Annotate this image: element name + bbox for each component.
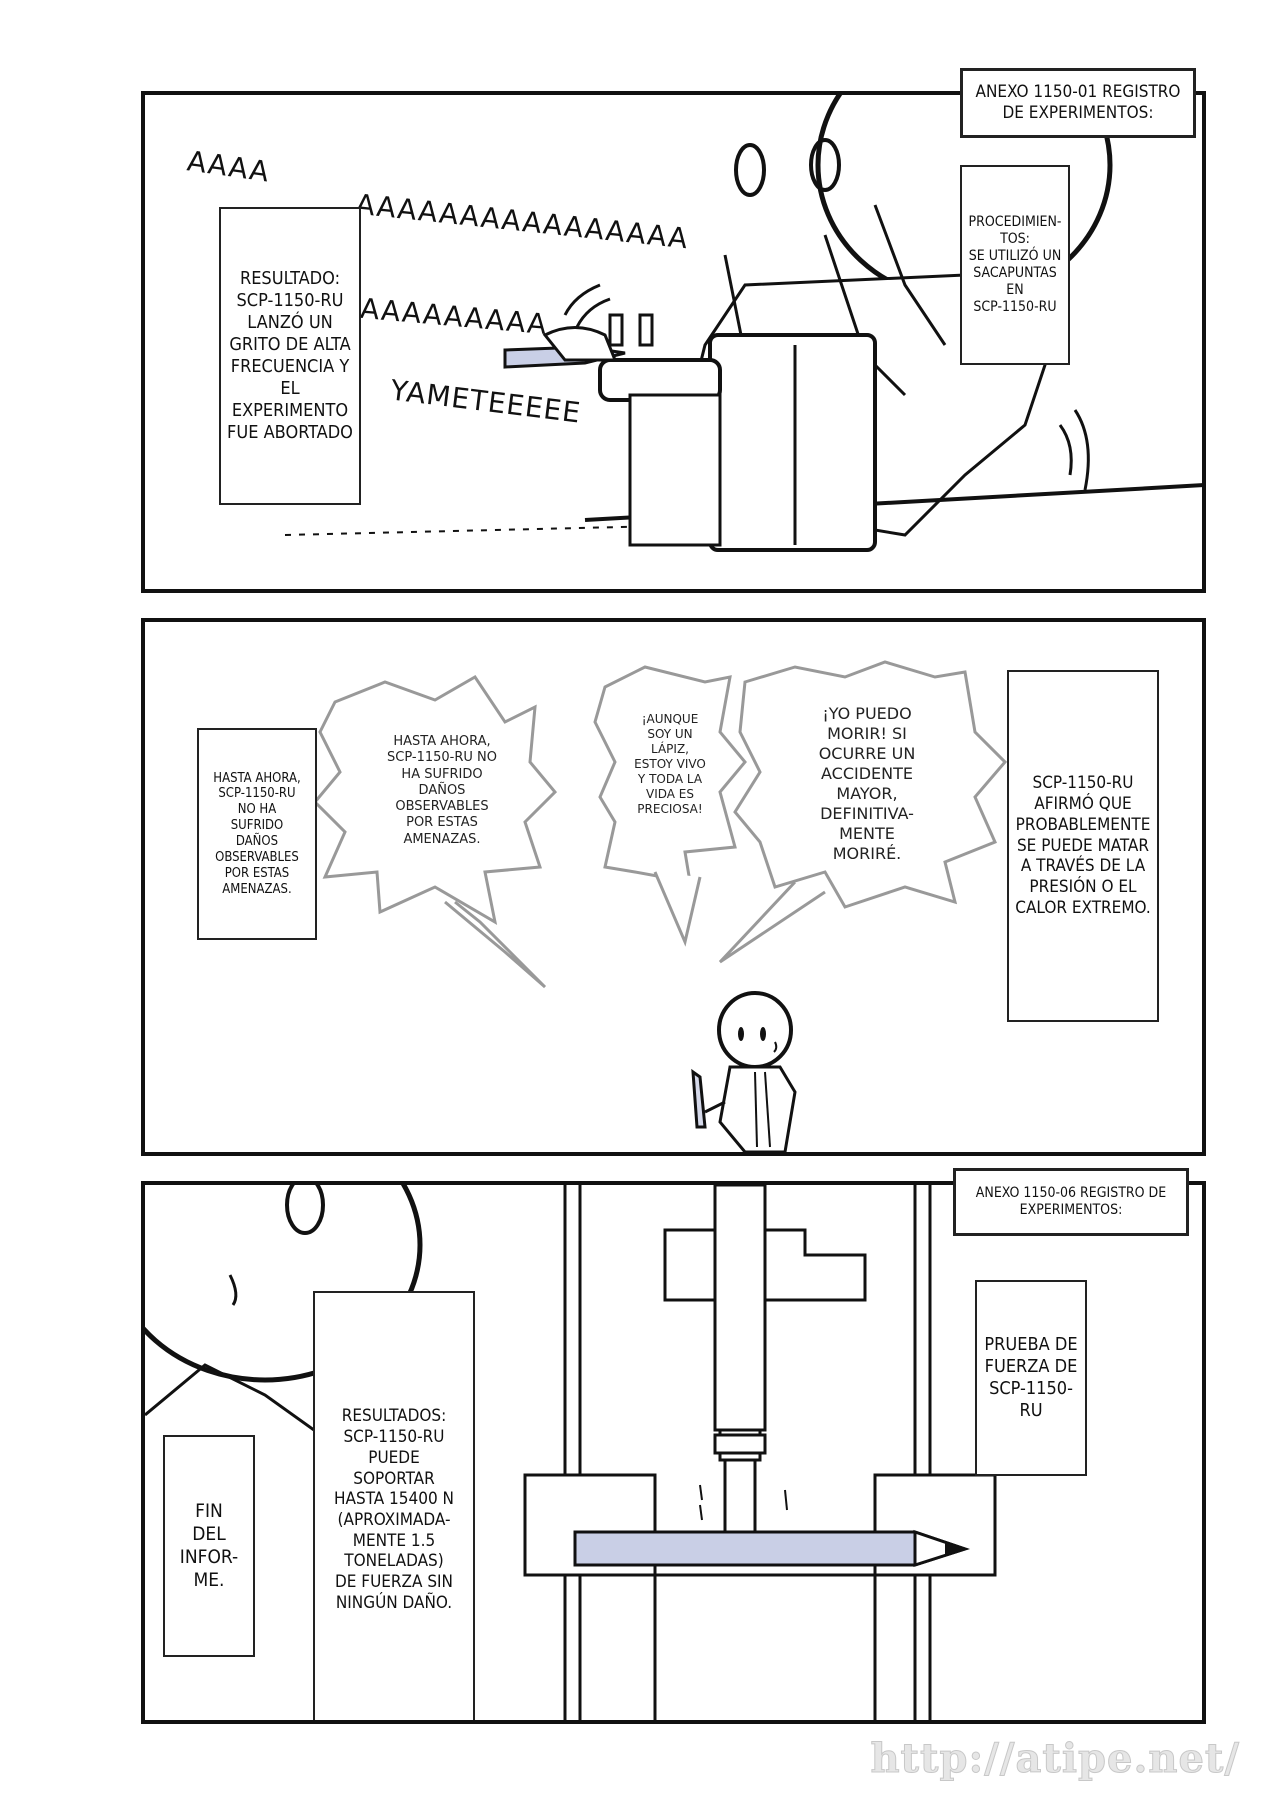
bubble-1-text: HASTA AHORA, SCP-1150-RU NO HA SUFRIDO D… — [387, 734, 497, 847]
caption-scp-afirmo: SCP-1150-RU AFIRMÓ QUE PROBABLEMENTE SE … — [1007, 670, 1159, 1022]
press-piston — [713, 1185, 767, 1432]
panel-sharpener-experiment: AAAA AAAAAAAAAAAAAAAA AAAAAAAAA YAMETEEE… — [141, 91, 1206, 593]
bubble-3-text: ¡YO PUEDO MORIR! SI OCURRE UN ACCIDENTE … — [818, 704, 916, 863]
speech-bubble-1 — [312, 674, 558, 925]
caption-resultados: RESULTADOS: SCP-1150-RU PUEDE SOPORTAR H… — [313, 1291, 475, 1720]
panel2-artwork — [312, 660, 1008, 1152]
caption-resultado: RESULTADO: SCP-1150-RU LANZÓ UN GRITO DE… — [219, 207, 361, 505]
caption-procedimientos: PROCEDIMIEN- TOS: SE UTILIZÓ UN SACAPUNT… — [960, 165, 1070, 365]
caption-anexo-1150-06: ANEXO 1150-06 REGISTRO DE EXPERIMENTOS: — [953, 1168, 1189, 1236]
pencil-under-press — [573, 1530, 970, 1567]
character-eye-right — [809, 138, 841, 192]
small-character-suit — [718, 1065, 797, 1152]
panel-force-test: RESULTADOS: SCP-1150-RU PUEDE SOPORTAR H… — [141, 1181, 1206, 1724]
caption-hasta-ahora: HASTA AHORA, SCP-1150-RU NO HA SUFRIDO D… — [197, 728, 317, 940]
caption-prueba-de-fuerza: PRUEBA DE FUERZA DE SCP-1150- RU — [975, 1280, 1087, 1476]
bubble-2-text: ¡AUNQUE SOY UN LÁPIZ, ESTOY VIVO Y TODA … — [634, 712, 706, 816]
caption-anexo-1150-01: ANEXO 1150-01 REGISTRO DE EXPERIMENTOS: — [960, 68, 1196, 138]
small-pencil — [691, 1068, 707, 1129]
speech-bubble-2 — [593, 665, 747, 884]
caption-fin-del-informe: FIN DEL INFOR- ME. — [163, 1435, 255, 1657]
small-character-head — [717, 991, 793, 1069]
panel1-artwork — [284, 95, 1202, 552]
character-eye-left — [734, 143, 766, 197]
speech-bubble-3 — [733, 660, 1008, 909]
panel-pencil-statements: HASTA AHORA, SCP-1150-RU NO HA SUFRIDO D… — [141, 618, 1206, 1156]
watermark: http://atipe.net/ — [870, 1735, 1240, 1783]
pencil-sharpener — [708, 333, 877, 552]
